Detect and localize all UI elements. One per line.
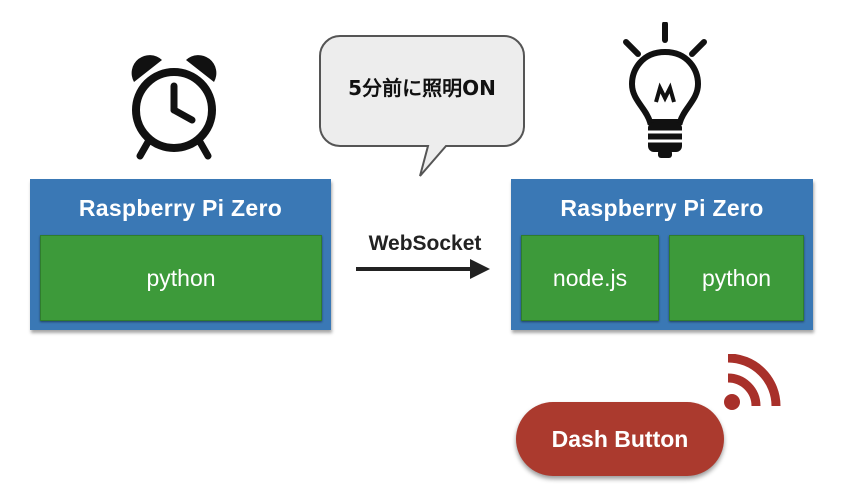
light-bulb-icon: [612, 21, 718, 167]
alarm-clock-icon: [128, 52, 220, 165]
speech-bubble-text: 5分前に照明ON: [348, 76, 496, 100]
right-python-module: python: [669, 235, 804, 321]
speech-bubble: [318, 34, 528, 185]
left-device-title: Raspberry Pi Zero: [78, 195, 283, 221]
arrow-right-icon: [354, 257, 492, 286]
dash-button[interactable]: Dash Button: [516, 402, 724, 476]
wifi-signal-icon: [718, 353, 784, 421]
right-raspberry-pi-box: Raspberry Pi Zero node.js python: [511, 179, 813, 330]
websocket-label: WebSocket: [368, 232, 482, 255]
left-python-module: python: [40, 235, 322, 321]
left-raspberry-pi-box: Raspberry Pi Zero python: [30, 179, 331, 330]
right-nodejs-module: node.js: [521, 235, 659, 321]
right-device-title: Raspberry Pi Zero: [560, 195, 764, 221]
